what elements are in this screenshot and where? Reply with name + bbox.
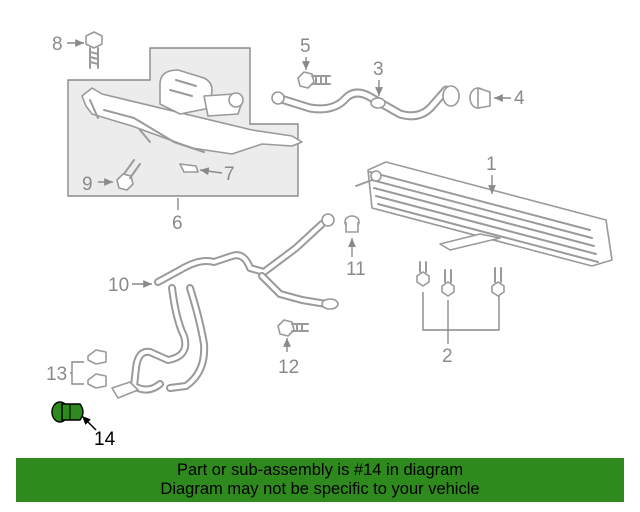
callout-5: 5: [300, 36, 311, 57]
leader-2: [422, 292, 500, 344]
callout-12: 12: [278, 357, 299, 378]
part-7-clip[interactable]: [179, 163, 199, 173]
part-9-bolt[interactable]: [116, 159, 141, 191]
callout-14: 14: [94, 429, 116, 450]
callout-10: 10: [108, 275, 129, 296]
part-13-clips[interactable]: [87, 349, 107, 389]
callout-9: 9: [82, 174, 93, 195]
leader-7: [199, 167, 223, 176]
leader-14: [81, 415, 97, 431]
banner-line-1: Part or sub-assembly is #14 in diagram: [176, 461, 464, 479]
callout-3: 3: [373, 59, 384, 80]
part-2-bolts[interactable]: [416, 261, 505, 297]
callout-2: 2: [442, 346, 453, 367]
callout-1: 1: [486, 154, 497, 175]
callout-6: 6: [172, 213, 183, 234]
part-5-bolt[interactable]: [297, 71, 331, 89]
part-8-bolt[interactable]: [85, 31, 103, 69]
callout-7: 7: [224, 164, 235, 185]
part-1-cooler[interactable]: [355, 161, 613, 267]
parts-diagram: 8 6 9 7 5 3 4: [46, 31, 613, 450]
info-banner: Part or sub-assembly is #14 in diagram D…: [16, 458, 624, 502]
part-11-grommet[interactable]: [344, 215, 360, 233]
banner-line-2: Diagram may not be specific to your vehi…: [160, 480, 480, 498]
callout-11: 11: [346, 259, 366, 280]
part-3-hose[interactable]: [271, 85, 460, 121]
part-14-bolt-highlighted[interactable]: [51, 401, 84, 423]
part-10-hose-assembly[interactable]: [111, 213, 339, 399]
callout-8: 8: [52, 34, 63, 55]
callout-4: 4: [514, 88, 525, 109]
part-4-grommet[interactable]: [469, 87, 491, 109]
part-12-bolt[interactable]: [277, 319, 309, 337]
callout-13: 13: [46, 364, 67, 385]
part-6-assembly-box[interactable]: [67, 47, 303, 197]
leader-13: [70, 361, 84, 385]
